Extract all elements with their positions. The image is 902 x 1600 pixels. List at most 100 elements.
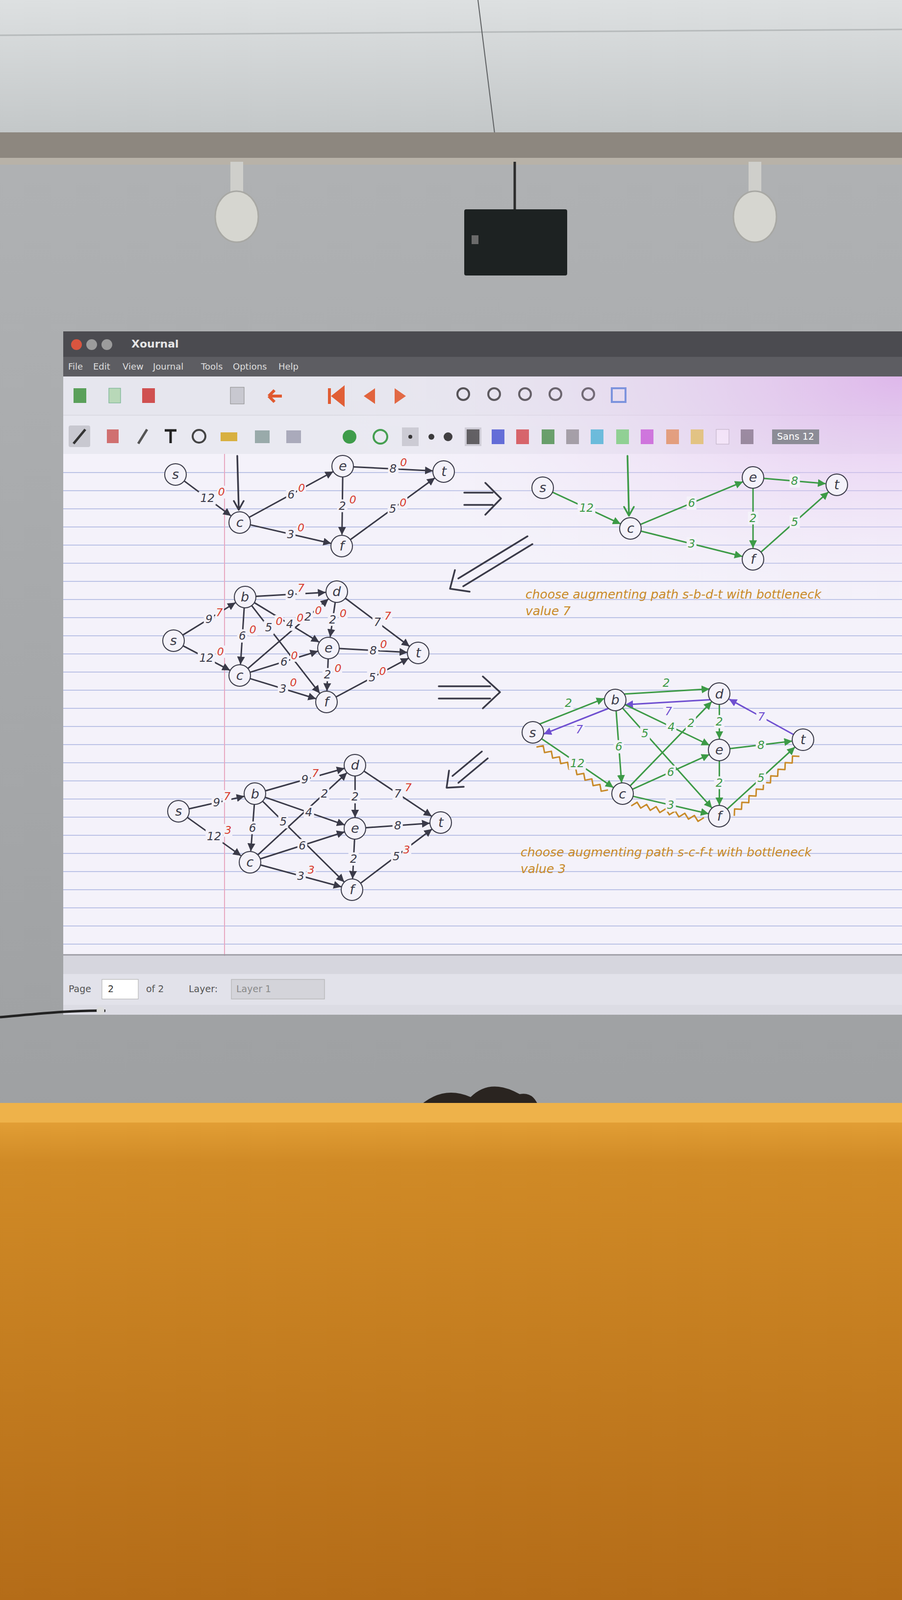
speaker-led	[471, 235, 479, 245]
capacity-label: 2	[714, 715, 725, 728]
flow-edge	[249, 472, 333, 518]
capacity-label: 8	[368, 644, 379, 657]
ruled-line	[63, 943, 902, 945]
capacity-label: 6	[297, 838, 308, 852]
flow-edge	[187, 817, 241, 856]
flow-value: 3	[402, 843, 412, 856]
capacity-label: 6	[278, 655, 290, 669]
menu-bar	[63, 356, 902, 377]
flow-edge	[630, 702, 712, 786]
capacity-label: 8	[388, 462, 399, 476]
flow-value: 0	[274, 615, 284, 628]
node-circle: e	[741, 466, 765, 489]
flow-edge	[641, 531, 742, 557]
node-circle: t	[406, 641, 430, 665]
flow-edge	[250, 678, 316, 699]
edge-stub	[624, 455, 634, 516]
node-letter: s	[175, 803, 182, 819]
edge-stub	[233, 455, 244, 510]
node-circle: b	[243, 782, 267, 805]
node-circle: c	[611, 782, 634, 805]
close-button	[71, 339, 82, 351]
ruled-line	[63, 871, 902, 873]
capacity-label: 6	[665, 765, 677, 779]
menu-item: Help	[278, 361, 299, 373]
node-letter: t	[438, 815, 444, 830]
node-circle: e	[707, 738, 731, 762]
cable	[0, 1010, 106, 1018]
flow-value: 0	[338, 607, 348, 620]
title-bar	[63, 331, 902, 357]
capacity-label: 4	[666, 720, 677, 734]
layer-box	[231, 979, 325, 1000]
status-text: Layer:	[188, 983, 218, 995]
node-letter: f	[324, 694, 329, 710]
flow-value: 7	[215, 606, 225, 619]
ruled-line	[63, 798, 902, 800]
capacity-label: 5	[391, 849, 402, 863]
node-letter: b	[611, 692, 620, 708]
chair-edge	[0, 1102, 902, 1123]
flow-value: 0	[378, 665, 388, 678]
flow-edge	[265, 797, 345, 825]
status-text: of 2	[146, 983, 164, 995]
flow-edge	[625, 689, 709, 695]
flow-value: 0	[290, 649, 300, 662]
flow-edge	[364, 771, 432, 817]
minimize-button	[86, 339, 98, 351]
node-circle: e	[343, 817, 367, 840]
flow-value: 0	[216, 645, 226, 658]
capacity-label: 6	[247, 821, 258, 834]
node-circle: s	[531, 476, 554, 500]
flow-edge	[184, 481, 231, 516]
speaker	[464, 209, 568, 276]
capacity-label: 7	[372, 615, 383, 629]
node-circle: s	[162, 629, 185, 652]
capacity-label: 12	[199, 491, 217, 505]
flow-edge	[183, 646, 230, 671]
node-circle: f	[330, 534, 353, 558]
node-circle: f	[707, 804, 731, 828]
handwritten-note: choose augmenting path s-b-d-t with bott…	[525, 586, 840, 620]
flow-value: 7	[403, 781, 413, 794]
flow-value: 3	[223, 824, 233, 837]
capacity-label: 3	[277, 682, 289, 696]
light-stem	[230, 161, 244, 193]
flow-edge	[350, 478, 435, 540]
page-edge	[63, 954, 902, 956]
flow-edge	[622, 708, 712, 808]
flow-value: 0	[379, 638, 389, 651]
path-highlight	[734, 755, 800, 816]
node-circle: c	[619, 517, 642, 540]
node-letter: e	[350, 821, 360, 836]
node-circle: c	[238, 851, 262, 874]
flow-value: 3	[306, 863, 316, 877]
flow-edge	[727, 747, 795, 809]
node-letter: e	[324, 640, 333, 656]
capacity-label: 2	[327, 613, 338, 627]
node-letter: b	[250, 786, 260, 802]
node-letter: s	[172, 467, 179, 482]
flow-value: 0	[295, 611, 305, 625]
node-letter: e	[715, 742, 724, 758]
capacity-label: 12	[205, 829, 223, 843]
node-letter: f	[349, 882, 355, 898]
capacity-label: 2	[748, 511, 759, 525]
flow-edge	[182, 602, 235, 635]
flow-value: 0	[297, 481, 306, 495]
capacity-label: 8	[392, 819, 403, 832]
node-letter: f	[750, 551, 756, 567]
ruled-line	[63, 780, 902, 782]
node-letter: t	[415, 645, 422, 661]
ceiling-light	[215, 191, 259, 243]
flow-value: 0	[288, 676, 298, 689]
ruled-line	[63, 925, 902, 927]
node-circle: t	[429, 811, 452, 834]
capacity-label: 2	[661, 676, 672, 689]
menu-item: Edit	[93, 361, 111, 373]
flow-edge	[258, 773, 347, 855]
flow-edge	[345, 598, 409, 647]
ruled-line	[63, 816, 902, 818]
